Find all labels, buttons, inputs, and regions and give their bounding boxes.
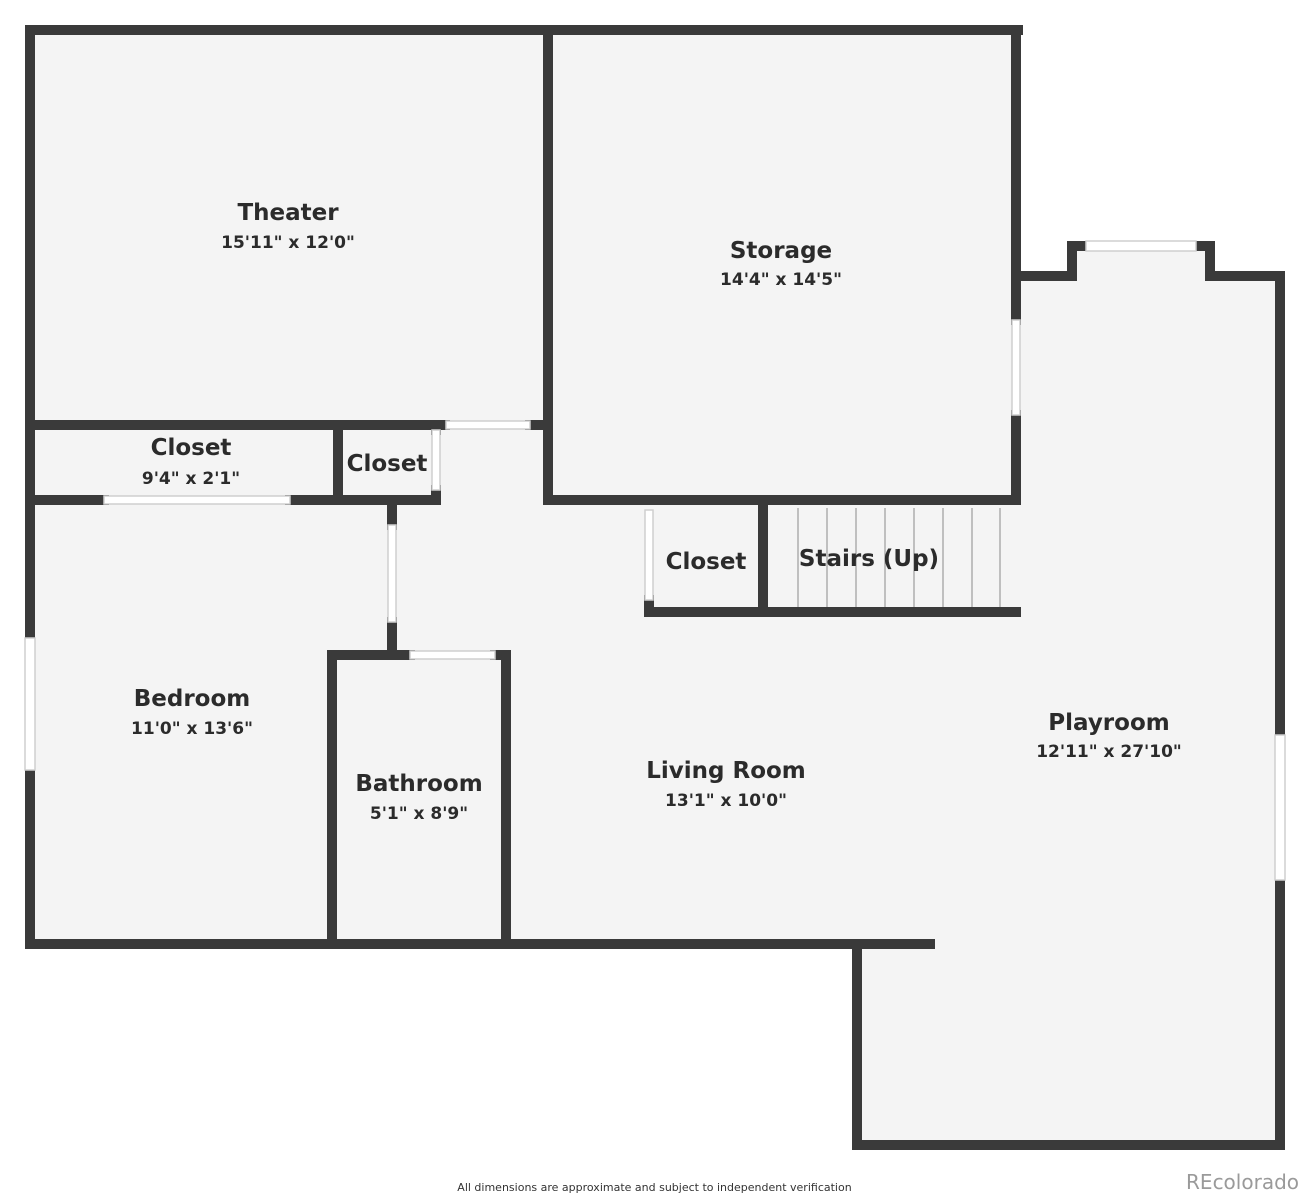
- storage-dims: 14'4" x 14'5": [720, 270, 842, 290]
- bathroom-label: Bathroom: [355, 771, 482, 797]
- stairs-label: Stairs (Up): [799, 546, 939, 572]
- stair-treads: [797, 508, 1001, 607]
- closet-small-label: Closet: [347, 451, 428, 477]
- storage-label: Storage: [730, 238, 832, 264]
- theater-dims: 15'11" x 12'0": [221, 233, 355, 253]
- bathroom-dims: 5'1" x 8'9": [370, 804, 468, 824]
- floor-fill: [30, 30, 1280, 1145]
- disclaimer-text: All dimensions are approximate and subje…: [457, 1181, 852, 1194]
- openings: [24, 240, 1286, 881]
- bedroom-label: Bedroom: [134, 686, 251, 712]
- walls: [25, 25, 1285, 1150]
- closet-hall-label: Closet: [151, 435, 232, 461]
- bedroom-dims: 11'0" x 13'6": [131, 719, 253, 739]
- brand-watermark: REcolorado: [1186, 1170, 1299, 1194]
- living-room-label: Living Room: [646, 758, 806, 784]
- closet-hall-dims: 9'4" x 2'1": [142, 469, 240, 489]
- closet-stairs-label: Closet: [666, 549, 747, 575]
- theater-label: Theater: [237, 200, 339, 226]
- living-room-dims: 13'1" x 10'0": [665, 791, 787, 811]
- playroom-dims: 12'11" x 27'10": [1036, 742, 1182, 762]
- playroom-label: Playroom: [1048, 710, 1169, 736]
